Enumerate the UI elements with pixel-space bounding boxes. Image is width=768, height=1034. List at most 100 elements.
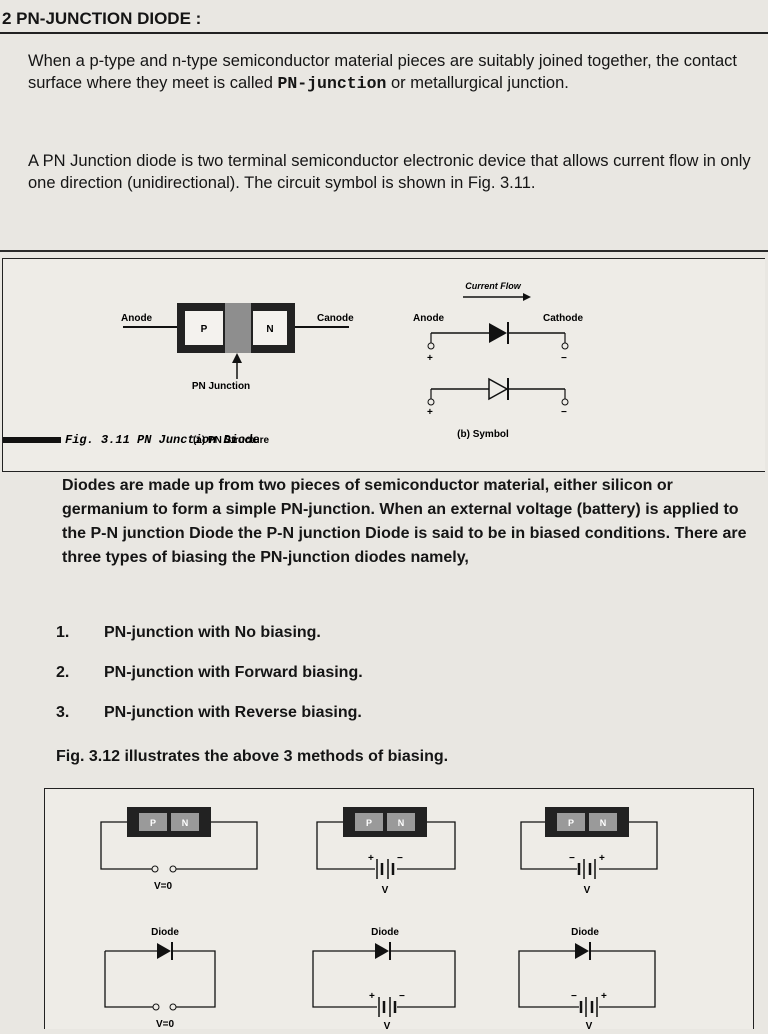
d2-wire-b: [390, 950, 456, 1008]
diode-icon: [575, 943, 589, 959]
n-label-1: N: [182, 818, 189, 828]
battery-plus-6: +: [601, 991, 607, 1002]
list-item: 1.PN-junction with No biasing.: [56, 624, 321, 641]
diode-symbol-icon: [489, 323, 507, 343]
divider-line: [0, 250, 768, 252]
terminal-1a: [151, 865, 159, 873]
battery-icon: [577, 859, 596, 879]
battery-icon: [376, 859, 395, 879]
d1-terminal-a: [152, 1003, 160, 1011]
symbol-anode-label: Anode: [413, 313, 445, 324]
wire-2-left: [316, 821, 375, 870]
diode-label-1: Diode: [151, 927, 179, 938]
symbol-cathode-label: Cathode: [543, 313, 583, 324]
wire-1-right: [175, 821, 258, 870]
battery-icon: [378, 997, 397, 1017]
junction-arrow-icon: [232, 353, 242, 363]
p-region-2: [355, 813, 383, 831]
forward-bias-circuit: P N + − V: [316, 807, 456, 896]
wire-2-right: [397, 821, 456, 870]
reverse-bias-circuit: P N − + V: [520, 807, 658, 896]
p-label: P: [201, 324, 208, 335]
n-region: [253, 311, 287, 345]
diode1-anode-terminal: [427, 342, 435, 350]
section-heading: 2 PN-JUNCTION DIODE :: [0, 6, 768, 34]
pn-junction-label: PN Junction: [192, 381, 250, 392]
list-item: 3.PN-junction with Reverse biasing.: [56, 704, 362, 721]
d1-terminal-b: [169, 1003, 177, 1011]
paragraph-pn-junction-definition: When a p-type and n-type semiconductor m…: [28, 52, 737, 93]
reverse-bias-diode-circuit: Diode − + V: [518, 927, 656, 1032]
diode2-minus: −: [561, 407, 567, 418]
anode-label: Anode: [121, 313, 153, 324]
current-flow-arrow-icon: [523, 293, 531, 301]
diode2-plus: +: [427, 407, 433, 418]
p-region-1: [139, 813, 167, 831]
figure-caption: Fig. 3.11 PN Junction Diode: [65, 433, 259, 447]
battery-minus-2: −: [397, 853, 403, 864]
n-region-3: [589, 813, 617, 831]
v-label-3: V: [584, 885, 591, 896]
v0-label-4: V=0: [156, 1019, 175, 1029]
figure-3-11: P N Anode Canode PN Junction (a) PN Stru…: [2, 258, 765, 472]
d2-wire-a: [312, 950, 377, 1008]
d1-wire-c: [104, 951, 153, 1008]
battery-plus-2: +: [368, 853, 374, 864]
no-bias-circuit: P N V=0: [100, 807, 258, 892]
diode2-anode-terminal: [427, 398, 435, 406]
diode2-cathode-terminal: [561, 398, 569, 406]
diode-icon: [375, 943, 389, 959]
caption-bar: [3, 437, 61, 443]
pn-junction-term: PN-junction: [277, 74, 387, 93]
diode1-cathode-terminal: [561, 342, 569, 350]
p-label-3: P: [568, 818, 574, 828]
wire-1-left: [100, 821, 153, 870]
list-item: 2.PN-junction with Forward biasing.: [56, 664, 363, 681]
battery-minus-5: −: [399, 991, 405, 1002]
p-label-1: P: [150, 818, 156, 828]
battery-plus-3: +: [599, 853, 605, 864]
d3-wire-a: [518, 950, 579, 1008]
n-label-2: N: [398, 818, 405, 828]
wire-3-left: [520, 821, 577, 870]
n-label: N: [266, 324, 273, 335]
v0-label-1: V=0: [154, 881, 173, 892]
battery-minus-3: −: [569, 853, 575, 864]
d1-wire-b: [172, 950, 216, 1008]
terminal-1b: [169, 865, 177, 873]
diode1-minus: −: [561, 353, 567, 364]
figure-3-11-drawing: P N Anode Canode PN Junction (a) PN Stru…: [3, 281, 583, 447]
p-label-2: P: [366, 818, 372, 828]
forward-bias-diode-circuit: Diode + − V: [312, 927, 456, 1032]
p-region: [185, 311, 223, 345]
n-region-2: [387, 813, 415, 831]
v-label-6: V: [586, 1021, 593, 1029]
n-label-3: N: [600, 818, 607, 828]
battery-minus-6: −: [571, 991, 577, 1002]
diode-label-3: Diode: [571, 927, 599, 938]
diode-outline-symbol-icon: [488, 377, 509, 401]
figure-3-12-intro: Fig. 3.12 illustrates the above 3 method…: [56, 748, 449, 765]
wire-3-right: [599, 821, 658, 870]
d3-wire-b: [590, 950, 656, 1008]
figure-3-12-drawing: P N V=0 P N: [100, 807, 658, 1032]
symbol-caption: (b) Symbol: [457, 429, 509, 440]
battery-plus-5: +: [369, 991, 375, 1002]
junction-region: [225, 303, 251, 353]
cathode-label: Canode: [317, 313, 354, 324]
v-label-2: V: [382, 885, 389, 896]
diode1-plus: +: [427, 353, 433, 364]
diode-icon: [157, 943, 171, 959]
current-flow-label: Current Flow: [465, 281, 521, 291]
v-label-5: V: [384, 1021, 391, 1029]
p-region-3: [557, 813, 585, 831]
paragraph-pn-diode-definition: A PN Junction diode is two terminal semi…: [28, 152, 751, 192]
no-bias-diode-circuit: Diode V=0: [104, 927, 216, 1030]
figure-3-12: P N V=0 P N: [44, 788, 754, 1032]
n-region-1: [171, 813, 199, 831]
paragraph-diode-biasing: Diodes are made up from two pieces of se…: [62, 477, 747, 566]
structure-caption: (a) PN Structure: [193, 435, 270, 446]
diode-label-2: Diode: [371, 927, 399, 938]
battery-icon: [579, 997, 598, 1017]
